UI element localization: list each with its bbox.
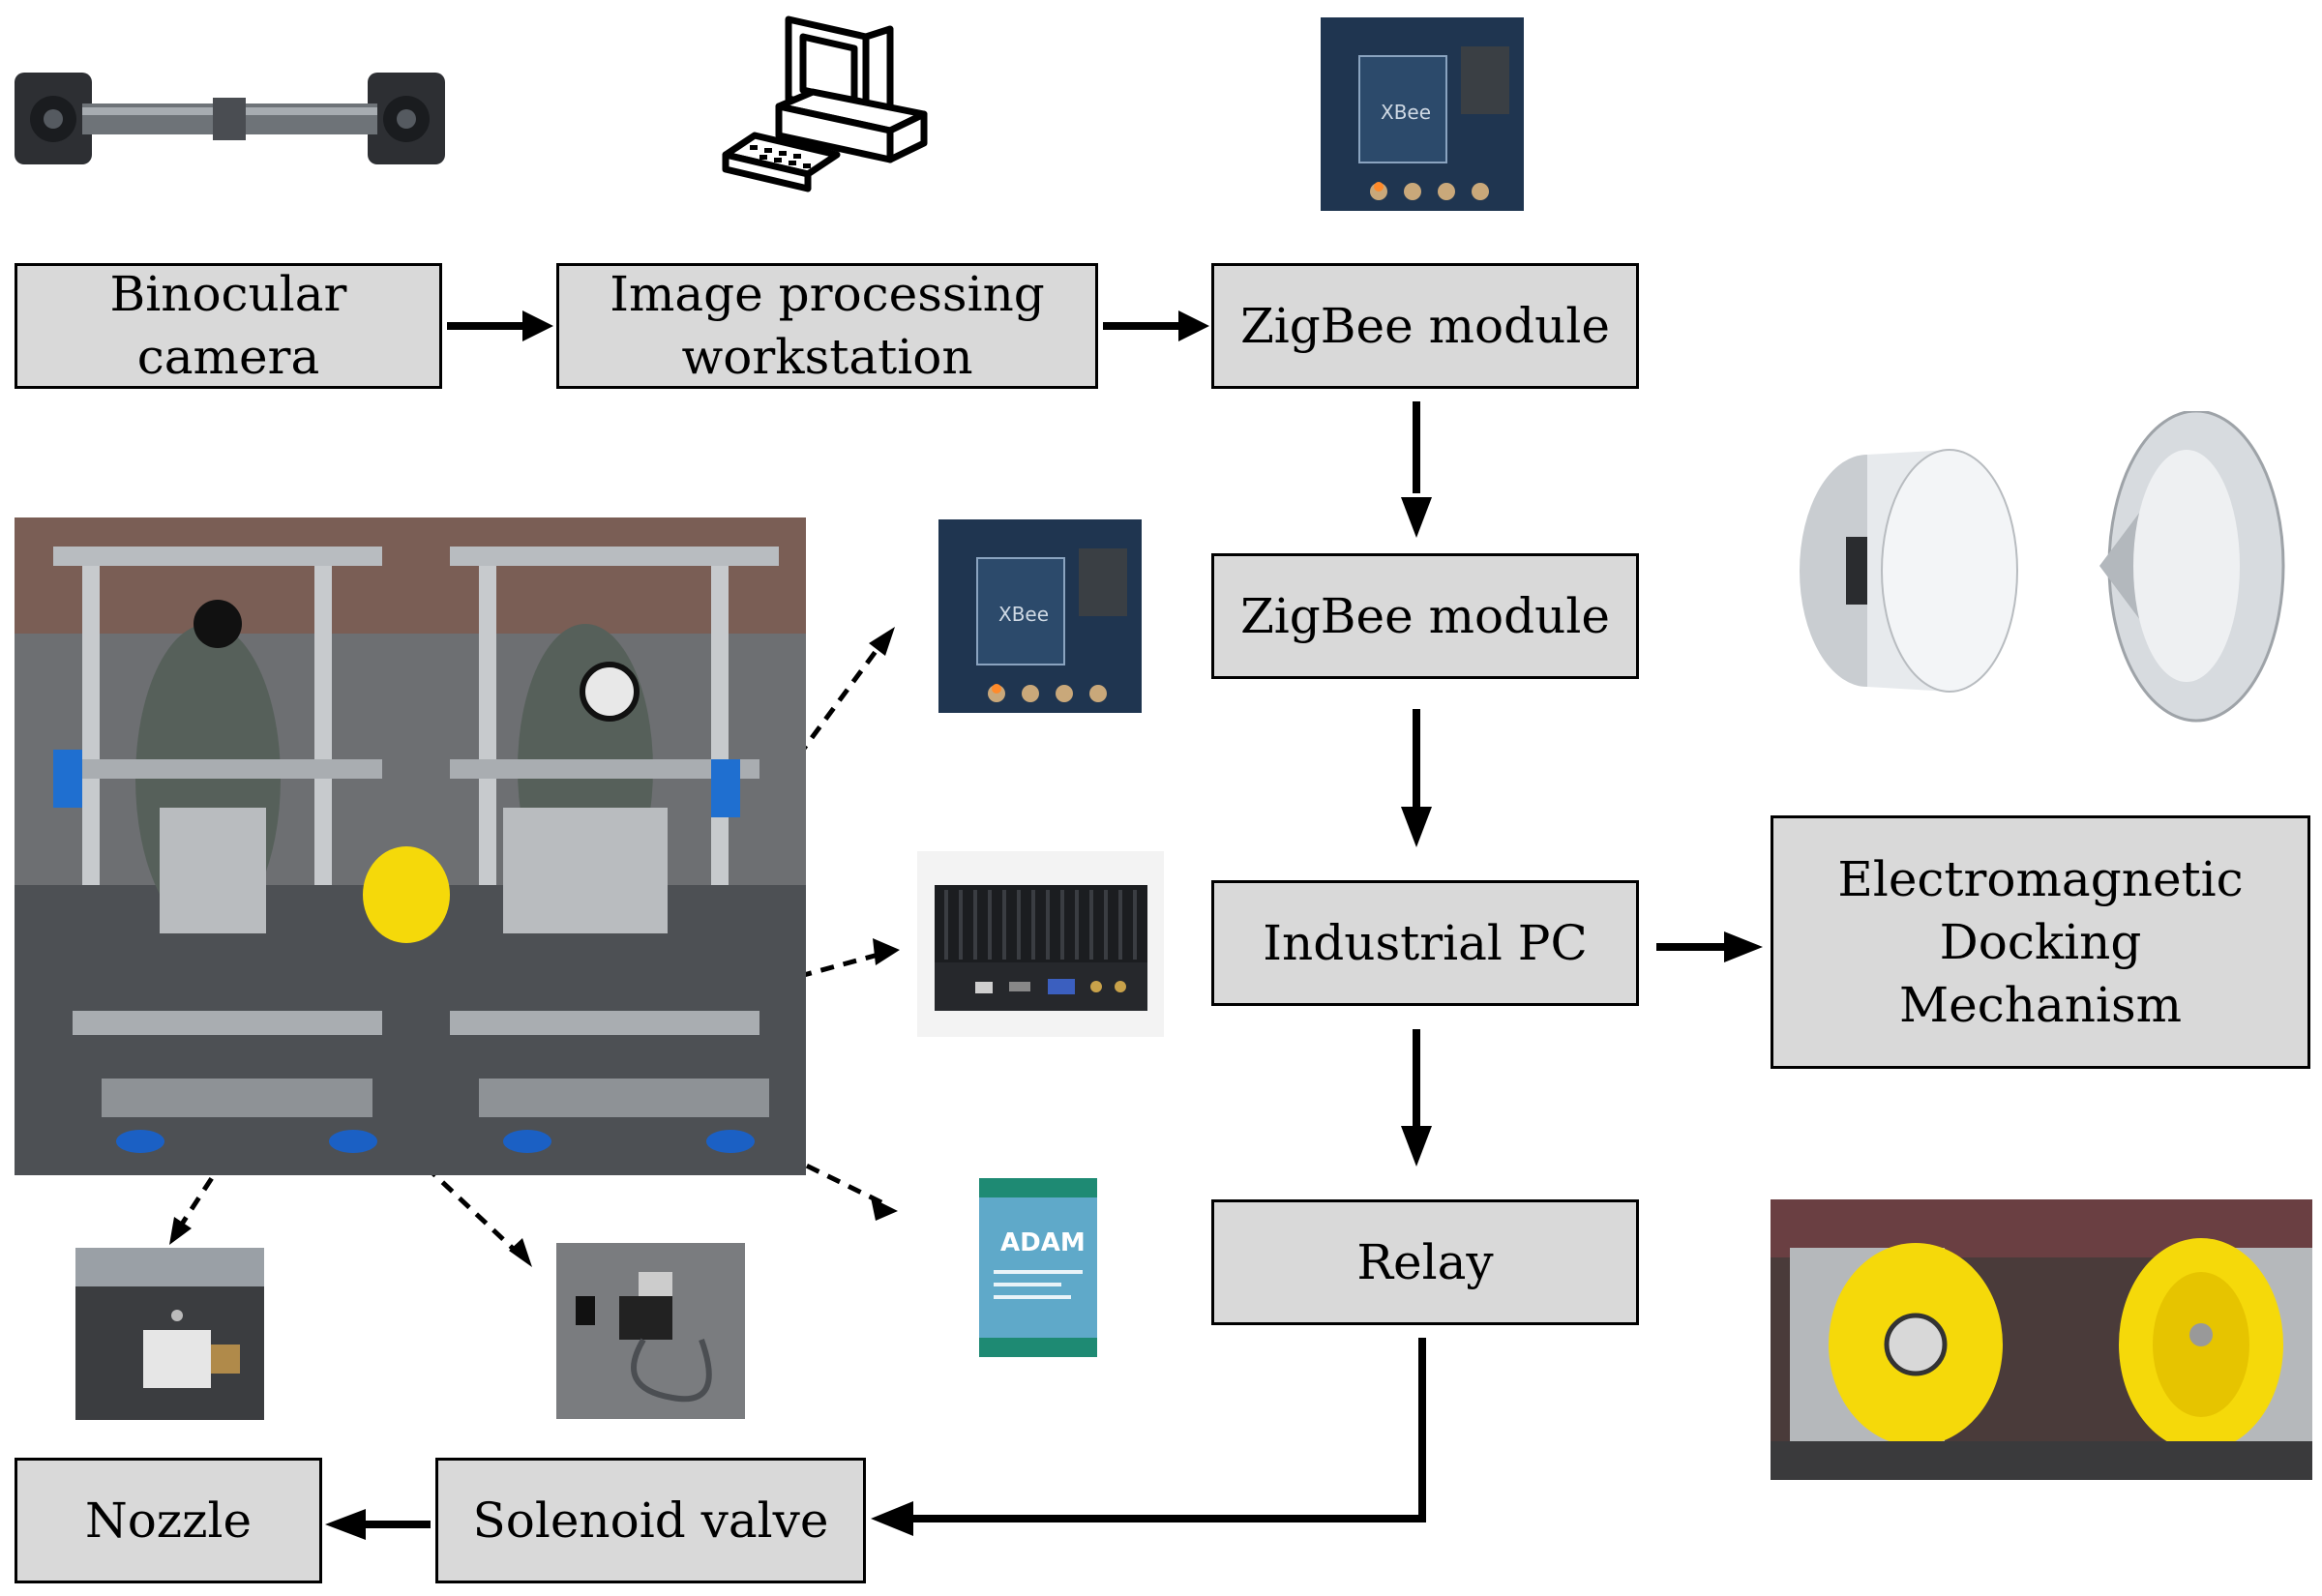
binocular-camera-label: Binocular camera xyxy=(109,266,347,385)
solenoid-valve-photo xyxy=(556,1243,745,1419)
docking-cones-render xyxy=(1771,411,2312,730)
adam-logo-text: ADAM xyxy=(1000,1228,1086,1257)
image-processing-label: Image processing workstation xyxy=(610,266,1045,385)
zigbee-board-top-image: XBee xyxy=(1321,17,1524,211)
binocular-camera-box: Binocular camera xyxy=(15,263,442,389)
nozzle-label: Nozzle xyxy=(84,1492,253,1549)
zigbee-module-mid-box: ZigBee module xyxy=(1211,553,1639,679)
solenoid-valve-label: Solenoid valve xyxy=(472,1492,829,1549)
relay-box: Relay xyxy=(1211,1199,1639,1325)
industrial-pc-image xyxy=(917,851,1164,1037)
relay-label: Relay xyxy=(1356,1233,1494,1290)
adam-module-image: ADAM xyxy=(979,1178,1097,1357)
zigbee-module-top-box: ZigBee module xyxy=(1211,263,1639,389)
industrial-pc-label: Industrial PC xyxy=(1263,914,1588,971)
binocular-camera-image xyxy=(15,73,445,164)
dashed-arrow-to-valve-photo xyxy=(356,1101,524,1259)
electromagnetic-docking-box: Electromagnetic Docking Mechanism xyxy=(1771,815,2310,1069)
robot-photo xyxy=(15,517,806,1175)
arrow-relay-to-solenoid xyxy=(909,1338,1426,1522)
xbee-text-top: XBee xyxy=(1381,101,1431,124)
zigbee-module-top-label: ZigBee module xyxy=(1240,297,1610,354)
industrial-pc-box: Industrial PC xyxy=(1211,880,1639,1006)
nozzle-photo xyxy=(75,1248,264,1420)
workstation-computer-icon xyxy=(722,15,928,192)
zigbee-module-mid-label: ZigBee module xyxy=(1240,587,1610,644)
solenoid-valve-box: Solenoid valve xyxy=(435,1458,866,1583)
xbee-text-mid: XBee xyxy=(998,603,1049,626)
zigbee-board-mid-image: XBee xyxy=(938,519,1142,713)
nozzle-box: Nozzle xyxy=(15,1458,322,1583)
image-processing-box: Image processing workstation xyxy=(556,263,1098,389)
yellow-docking-photo xyxy=(1771,1199,2312,1480)
electromagnetic-docking-label: Electromagnetic Docking Mechanism xyxy=(1837,850,2244,1033)
